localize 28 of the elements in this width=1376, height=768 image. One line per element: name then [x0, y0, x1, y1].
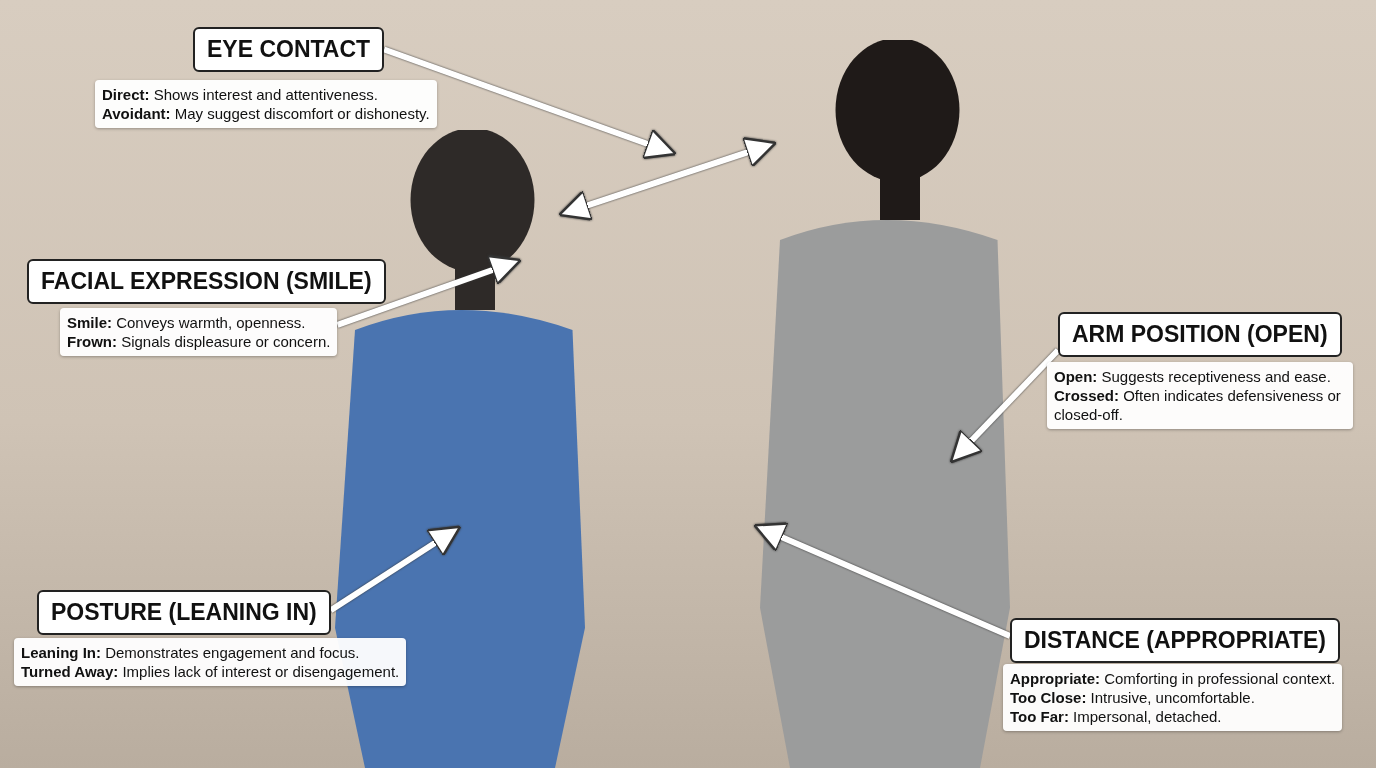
arrow: [329, 525, 462, 613]
callout-box: [1003, 664, 1343, 731]
description-text: Smile: Conveys warmth, openness.: [67, 313, 307, 332]
callout-heading: DISTANCE (APPROPRIATE): [1010, 618, 1340, 663]
callout-box: [14, 638, 407, 686]
callout-heading: EYE CONTACT: [193, 27, 385, 72]
description-text: Open: Suggests receptiveness and ease.: [1054, 367, 1332, 386]
description-text: Leaning In: Demonstrates engagement and focus.: [21, 643, 361, 662]
arrow: [753, 522, 1012, 639]
callout-heading: POSTURE (LEANING IN): [37, 590, 331, 635]
description-text: Appropriate: Comforting in professional context.: [1010, 669, 1336, 688]
description-text: Too Far: Impersonal, detached.: [1010, 707, 1223, 726]
description-text: Too Close: Intrusive, uncomfortable.: [1010, 688, 1256, 707]
description-text: Turned Away: Implies lack of interest or disengagement.: [21, 662, 400, 681]
arrow: [336, 254, 522, 328]
arrow: [383, 46, 677, 160]
callout-heading: FACIAL EXPRESSION (SMILE): [27, 259, 386, 304]
callout-box: [60, 308, 338, 356]
description-text: Frown: Signals displeasure or concern.: [67, 332, 331, 351]
callout-box: [95, 80, 437, 128]
callout-box: [1047, 362, 1353, 429]
person-silhouette: [760, 40, 1010, 768]
description-text: Direct: Shows interest and attentiveness.: [102, 85, 379, 104]
callout-heading: ARM POSITION (OPEN): [1058, 312, 1342, 357]
description-text: Avoidant: May suggest discomfort or dishonesty.: [102, 104, 430, 123]
arrow: [558, 136, 777, 221]
description-text: Crossed: Often indicates defensiveness or closed-off.: [1054, 386, 1342, 424]
arrow: [949, 348, 1061, 464]
